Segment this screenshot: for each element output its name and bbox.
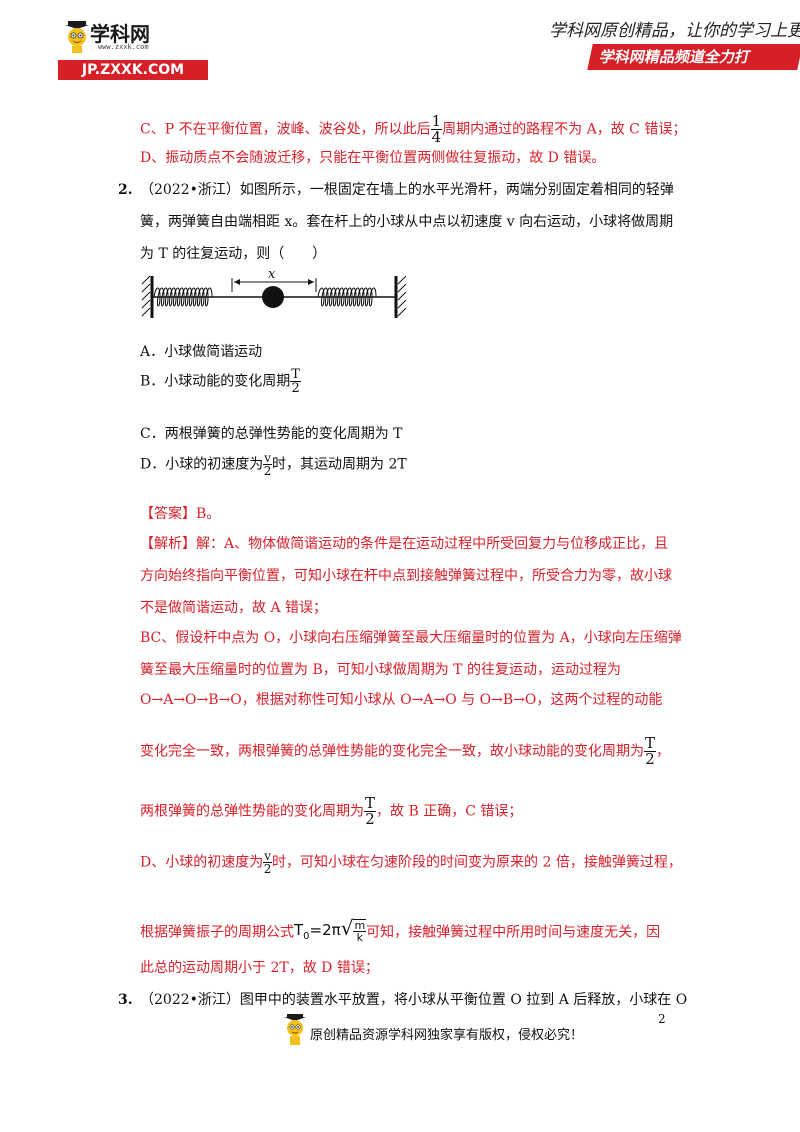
analysis-text: D、小球的初速度为 bbox=[140, 854, 264, 871]
fraction-numerator: 1 bbox=[430, 112, 443, 130]
fraction-denominator: 2 bbox=[645, 750, 655, 768]
analysis-text: ，故 B 正确，C 错误； bbox=[376, 803, 523, 820]
analysis-text: ， bbox=[656, 743, 671, 760]
fraction-denominator: 2 bbox=[291, 381, 300, 396]
formula-symbol: T bbox=[294, 921, 304, 939]
question-stem: （2022•浙江）如图所示，一根固定在墙上的水平光滑杆，两端分别固定着相同的轻弹 bbox=[140, 182, 674, 198]
question-stem: 簧，两弹簧自由端相距 x。套在杆上的小球从中点以初速度 v 向右运动，小球将做周… bbox=[140, 214, 674, 230]
option-d-tail: 时，其运动周期为 2T bbox=[272, 456, 407, 473]
option-d-text: D．小球的初速度为 bbox=[140, 456, 264, 473]
right-wall-hatch bbox=[397, 275, 407, 317]
analysis-label: 【解析】 bbox=[140, 536, 196, 552]
fraction-numerator: v bbox=[263, 451, 273, 465]
fraction-denominator: 2 bbox=[263, 862, 272, 876]
logo-text: 学科网 bbox=[90, 22, 150, 46]
prev-option-c-text: C、P 不在平衡位置，波峰、波谷处，所以此后 bbox=[140, 121, 431, 138]
analysis-line: O→A→O→B→O，根据对称性可知小球从 O→A→O 与 O→B→O，这两个过程… bbox=[140, 692, 663, 708]
analysis-text: 两根弹簧的总弹性势能的变化周期为 bbox=[140, 803, 364, 820]
mascot-icon bbox=[65, 21, 89, 53]
arrow-right-icon bbox=[308, 279, 314, 285]
analysis-line: 【解析】解：A、物体做简谐运动的条件是在运动过程中所受回复力与位移成正比，且 bbox=[140, 534, 668, 554]
analysis-text: 可知，接触弹簧过程中所用时间与速度无关，因 bbox=[366, 924, 661, 941]
analysis-text: 根据弹簧振子的周期公式 bbox=[140, 924, 294, 941]
header-slogan: 学科网原创精品，让你的学习上更 bbox=[549, 21, 800, 41]
prev-option-c-tail: 周期内通过的路程不为 A，故 C 错误； bbox=[442, 121, 687, 138]
sqrt-sign: √ bbox=[340, 916, 354, 940]
mascot-icon bbox=[284, 1014, 306, 1045]
analysis-text: 变化完全一致，两根弹簧的总弹性势能的变化完全一致，故小球动能的变化周期为 bbox=[140, 743, 644, 760]
analysis-line: 此总的运动周期小于 2T，故 D 错误； bbox=[140, 960, 379, 976]
option-a: A．小球做简谐运动 bbox=[140, 344, 263, 360]
question-stem: 为 T 的往复运动，则（ ） bbox=[140, 246, 327, 262]
question-number: 3. bbox=[118, 992, 133, 1008]
answer-line: 【答案】B。 bbox=[140, 506, 221, 522]
left-spring bbox=[153, 287, 213, 307]
question-number: 2. bbox=[118, 182, 133, 198]
logo-domain: JP.ZXXK.COM bbox=[58, 60, 208, 80]
analysis-line: 簧至最大压缩量时的位置为 B，可知小球做周期为 T 的往复运动，运动过程为 bbox=[140, 662, 621, 678]
fraction-numerator: T bbox=[290, 367, 301, 382]
option-b-text: B．小球动能的变化周期 bbox=[140, 373, 291, 390]
logo-url: www.zxxk.com bbox=[98, 43, 149, 51]
analysis-line: 方向始终指向平衡位置，可知小球在杆中点到接触弹簧过程中，所受合力为零，故小球 bbox=[140, 568, 672, 584]
analysis-line: 不是做简谐运动，故 A 错误； bbox=[140, 600, 328, 616]
left-wall-hatch bbox=[141, 275, 151, 317]
formula-symbol: =2π bbox=[309, 921, 341, 939]
fraction-denominator: 2 bbox=[263, 464, 272, 478]
prev-option-d: D、振动质点不会随波迁移，只能在平衡位置两侧做往复振动，故 D 错误。 bbox=[140, 150, 606, 166]
site-logo[interactable]: 学科网 www.zxxk.com JP.ZXXK.COM bbox=[52, 16, 212, 80]
fraction-numerator: v bbox=[263, 849, 273, 863]
right-spring bbox=[317, 287, 377, 307]
analysis-text: 时，可知小球在匀速阶段的时间变为原来的 2 倍，接触弹簧过程， bbox=[272, 854, 682, 871]
analysis-line: BC、假设杆中点为 O，小球向右压缩弹簧至最大压缩量时的位置为 A，小球向左压缩… bbox=[140, 630, 682, 646]
ball bbox=[262, 286, 284, 308]
analysis-text: 解：A、物体做简谐运动的条件是在运动过程中所受回复力与位移成正比，且 bbox=[196, 536, 669, 552]
formula-subscript: 0 bbox=[303, 931, 310, 942]
page-number: 2 bbox=[658, 1012, 666, 1026]
copyright-notice: 原创精品资源学科网独家享有版权，侵权必究！ bbox=[310, 1028, 584, 1043]
fraction-denominator: 4 bbox=[431, 128, 442, 146]
channel-banner[interactable]: 学科网精品频道全力打 bbox=[587, 44, 800, 70]
arrow-left-icon bbox=[234, 279, 240, 285]
spring-figure: x bbox=[141, 268, 407, 318]
dimension-label: x bbox=[268, 268, 276, 282]
fraction-numerator: T bbox=[644, 734, 657, 752]
question-stem: （2022•浙江）图甲中的装置水平放置，将小球从平衡位置 O 拉到 A 后释放，… bbox=[140, 992, 688, 1008]
fraction-denominator: 2 bbox=[365, 810, 375, 828]
fraction-numerator: T bbox=[364, 794, 377, 812]
fraction-numerator: m bbox=[353, 918, 367, 932]
option-c: C．两根弹簧的总弹性势能的变化周期为 T bbox=[140, 426, 403, 442]
fraction-denominator: k bbox=[356, 930, 363, 944]
